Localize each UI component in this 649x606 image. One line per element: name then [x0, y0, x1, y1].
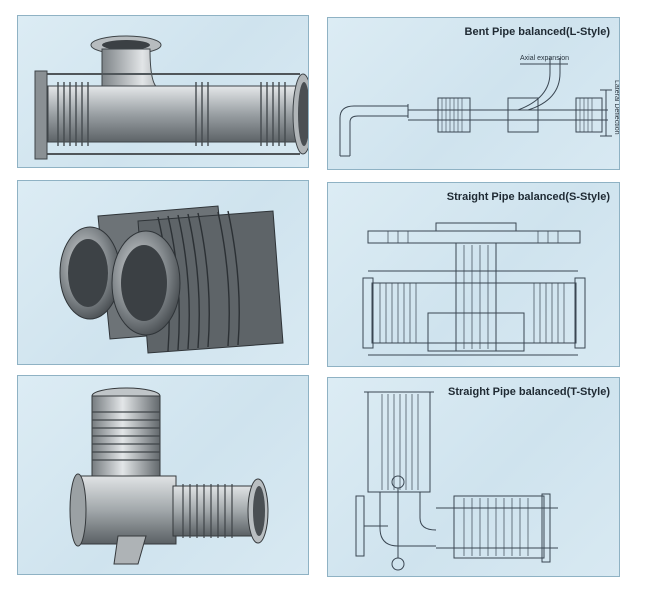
l-style-drawing-panel: Bent Pipe balanced(L-Style) Axial expans…: [327, 17, 620, 170]
t-style-photo-panel: [17, 375, 309, 575]
l-style-photo-panel: [17, 15, 309, 168]
t-style-schematic: [355, 391, 558, 571]
t-style-joint-photo: [69, 387, 269, 565]
s-style-joint-photo: [59, 205, 284, 354]
s-style-caption: Straight Pipe balanced(S-Style): [446, 191, 610, 203]
l-style-caption: Bent Pipe balanced(L-Style): [464, 26, 610, 38]
t-style-drawing-panel: Straight Pipe balanced(T-Style): [327, 377, 620, 577]
s-style-schematic: [362, 222, 586, 356]
l-style-joint-photo: [34, 35, 308, 160]
s-style-photo-panel: [17, 180, 309, 365]
s-style-drawing-panel: Straight Pipe balanced(S-Style): [327, 182, 620, 367]
t-style-caption: Straight Pipe balanced(T-Style): [448, 386, 610, 398]
axial-expansion-label: Axial expansion: [520, 55, 570, 62]
l-style-schematic: [339, 58, 612, 157]
